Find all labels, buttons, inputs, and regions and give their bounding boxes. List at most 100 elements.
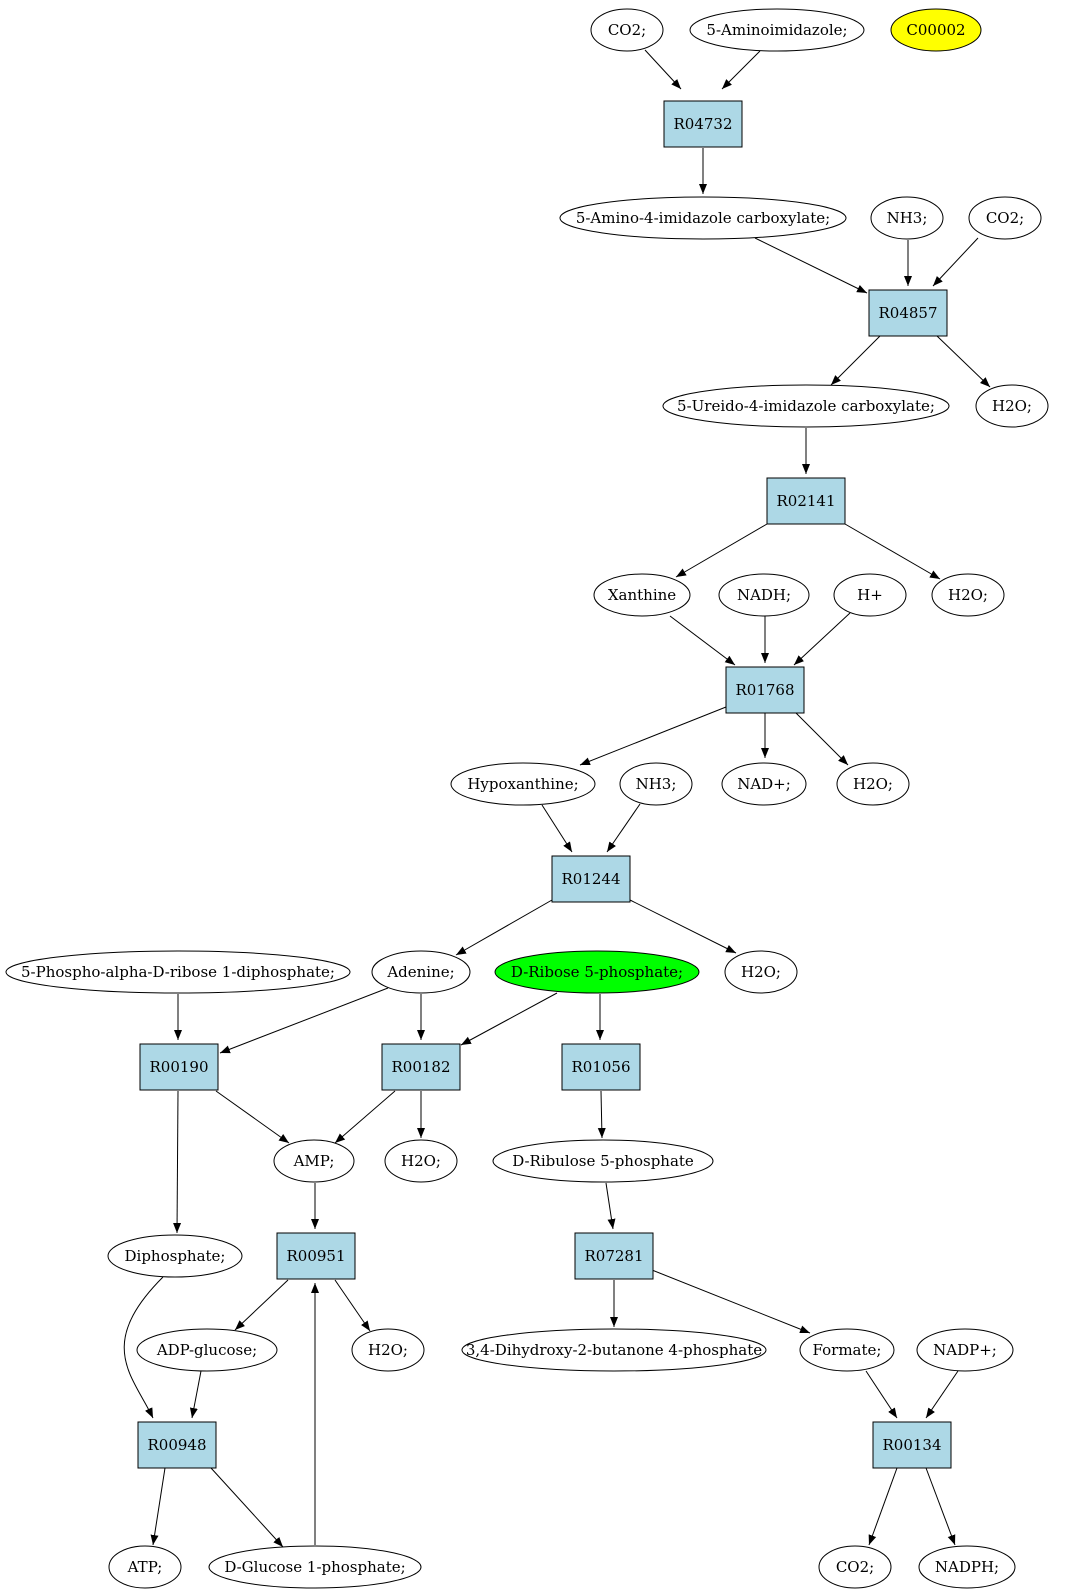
- edge-arrow: [210, 1467, 284, 1548]
- metabolite-node-h2o[interactable]: H2O;: [931, 573, 1005, 617]
- node-label: ADP-glucose;: [156, 1341, 257, 1359]
- node-label: R00134: [882, 1436, 941, 1454]
- metabolite-node-formate[interactable]: Formate;: [799, 1328, 895, 1372]
- metabolite-node-adp-glucose[interactable]: ADP-glucose;: [136, 1328, 278, 1372]
- metabolite-node-5-aminoimidazole[interactable]: 5-Aminoimidazole;: [689, 8, 865, 52]
- metabolite-node-nadph[interactable]: NADPH;: [918, 1545, 1016, 1589]
- metabolite-node-nh3[interactable]: NH3;: [870, 196, 944, 240]
- node-label: C00002: [906, 21, 965, 39]
- node-label: R00951: [286, 1247, 345, 1265]
- node-label: R04857: [878, 304, 937, 322]
- edge-arrow: [936, 335, 991, 388]
- reaction-node-r00948[interactable]: R00948: [137, 1421, 217, 1469]
- edge-arrow: [629, 899, 737, 954]
- edge-arrow: [541, 804, 573, 853]
- metabolite-node-xanthine[interactable]: Xanthine: [593, 573, 691, 617]
- metabolite-node-h-plus[interactable]: H+: [833, 573, 907, 617]
- metabolite-node-atp[interactable]: ATP;: [108, 1545, 182, 1589]
- metabolite-node-ribulose-5-phosphate[interactable]: D-Ribulose 5-phosphate: [492, 1139, 714, 1183]
- metabolite-node-diphosphate[interactable]: Diphosphate;: [107, 1234, 243, 1278]
- node-label: R02141: [776, 492, 835, 510]
- reaction-node-r00182[interactable]: R00182: [381, 1043, 461, 1091]
- node-label: H2O;: [853, 775, 893, 793]
- edge-arrow: [865, 1370, 898, 1419]
- node-label: 5-Aminoimidazole;: [706, 21, 847, 39]
- node-label: H2O;: [368, 1341, 408, 1359]
- edge-arrow: [925, 1370, 959, 1419]
- node-label: R01244: [561, 870, 620, 888]
- node-label: Xanthine: [608, 586, 676, 604]
- edge-arrow: [606, 803, 641, 853]
- reaction-node-r01056[interactable]: R01056: [561, 1043, 641, 1091]
- reaction-node-r00190[interactable]: R00190: [139, 1043, 219, 1091]
- node-label: 3,4-Dihydroxy-2-butanone 4-phosphate: [466, 1341, 762, 1359]
- metabolite-node-nadh[interactable]: NADH;: [718, 573, 810, 617]
- node-label: Diphosphate;: [125, 1247, 226, 1265]
- node-label: R04732: [673, 115, 732, 133]
- reaction-node-r00951[interactable]: R00951: [276, 1232, 356, 1280]
- metabolite-node-nadp-plus[interactable]: NADP+;: [916, 1328, 1014, 1372]
- node-label: NADP+;: [933, 1341, 997, 1359]
- metabolite-node-glucose-1-phosphate[interactable]: D-Glucose 1-phosphate;: [208, 1545, 422, 1589]
- compound-node-c00002[interactable]: C00002: [890, 8, 982, 52]
- node-label: CO2;: [836, 1558, 874, 1576]
- node-label: ATP;: [127, 1558, 163, 1576]
- edges-group: [123, 49, 991, 1548]
- node-label: NH3;: [636, 775, 677, 793]
- node-label: 5-Amino-4-imidazole carboxylate;: [576, 209, 830, 227]
- edge-arrow: [868, 1467, 898, 1546]
- reaction-node-r07281[interactable]: R07281: [574, 1232, 654, 1280]
- node-label: R01056: [571, 1058, 630, 1076]
- reaction-node-r01244[interactable]: R01244: [551, 855, 631, 903]
- node-label: H2O;: [992, 397, 1032, 415]
- node-label: NADH;: [737, 586, 791, 604]
- node-label: NAD+;: [737, 775, 791, 793]
- metabolite-node-nh3[interactable]: NH3;: [619, 762, 693, 806]
- reaction-node-r02141[interactable]: R02141: [766, 477, 846, 525]
- metabolite-node-co2[interactable]: CO2;: [818, 1545, 892, 1589]
- node-label: H2O;: [948, 586, 988, 604]
- edge-arrow: [219, 987, 389, 1054]
- node-label: 5-Phospho-alpha-D-ribose 1-diphosphate;: [21, 963, 335, 981]
- metabolite-node-uica[interactable]: 5-Ureido-4-imidazole carboxylate;: [662, 384, 950, 428]
- metabolite-node-prpp[interactable]: 5-Phospho-alpha-D-ribose 1-diphosphate;: [5, 950, 351, 994]
- metabolite-node-h2o[interactable]: H2O;: [351, 1328, 425, 1372]
- metabolite-node-hypoxanthine[interactable]: Hypoxanthine;: [450, 762, 596, 806]
- reaction-node-r04732[interactable]: R04732: [663, 100, 743, 148]
- metabolite-node-adenine[interactable]: Adenine;: [371, 950, 471, 994]
- metabolite-node-dhbp[interactable]: 3,4-Dihydroxy-2-butanone 4-phosphate: [461, 1328, 767, 1372]
- metabolite-node-h2o[interactable]: H2O;: [724, 950, 798, 994]
- edge-arrow: [334, 1090, 396, 1144]
- reaction-node-r00134[interactable]: R00134: [872, 1421, 952, 1469]
- edge-arrow: [189, 1370, 202, 1419]
- compound-node-ribose-5-phosphate[interactable]: D-Ribose 5-phosphate;: [494, 950, 700, 994]
- node-label: R00190: [149, 1058, 208, 1076]
- metabolite-node-h2o[interactable]: H2O;: [836, 762, 910, 806]
- node-label: R07281: [584, 1247, 643, 1265]
- edge-arrow: [675, 523, 768, 578]
- edge-arrow: [644, 49, 682, 90]
- metabolite-node-h2o[interactable]: H2O;: [384, 1139, 458, 1183]
- node-label: CO2;: [608, 21, 646, 39]
- edge-arrow: [844, 523, 941, 580]
- edge-arrow: [605, 1182, 616, 1230]
- metabolite-node-h2o[interactable]: H2O;: [975, 384, 1049, 428]
- metabolite-node-amp[interactable]: AMP;: [273, 1139, 355, 1183]
- edge-arrow: [754, 237, 868, 294]
- metabolite-node-co2[interactable]: CO2;: [968, 196, 1042, 240]
- node-label: Hypoxanthine;: [467, 775, 578, 793]
- edge-arrow: [173, 1090, 182, 1234]
- node-label: NH3;: [887, 209, 928, 227]
- node-label: Adenine;: [386, 963, 454, 981]
- metabolite-node-nad-plus[interactable]: NAD+;: [721, 762, 807, 806]
- metabolite-node-co2[interactable]: CO2;: [590, 8, 664, 52]
- reaction-node-r01768[interactable]: R01768: [725, 666, 805, 714]
- node-label: R00948: [147, 1436, 206, 1454]
- edge-arrow: [721, 50, 761, 90]
- metabolite-node-aica[interactable]: 5-Amino-4-imidazole carboxylate;: [559, 196, 847, 240]
- edge-arrow: [455, 899, 553, 956]
- node-label: AMP;: [293, 1152, 335, 1170]
- edge-arrow: [579, 706, 727, 766]
- reaction-node-r04857[interactable]: R04857: [868, 289, 948, 337]
